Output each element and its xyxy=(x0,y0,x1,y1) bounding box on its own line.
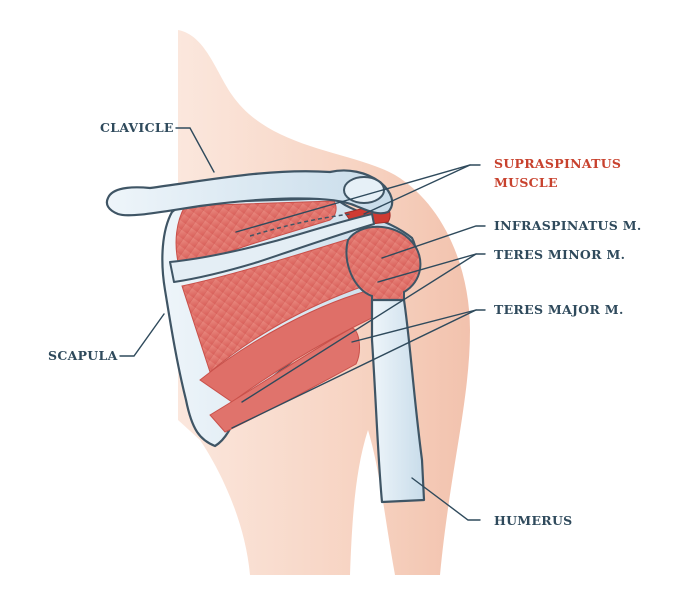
label-supraspinatus-line1: SUPRASPINATUS xyxy=(494,156,621,171)
label-teres-major: TERES MAJOR M. xyxy=(494,302,624,317)
leader-supraspinatus-b xyxy=(363,164,471,215)
label-infraspinatus: INFRASPINATUS M. xyxy=(494,218,642,233)
scapular-spine xyxy=(169,213,375,283)
leader-humerus xyxy=(411,477,481,521)
clavicle-bone xyxy=(105,169,394,217)
leader-scapula xyxy=(119,313,165,357)
label-supraspinatus-line2: MUSCLE xyxy=(494,175,558,190)
label-humerus: HUMERUS xyxy=(494,513,573,528)
leader-teres-major-b xyxy=(351,309,477,343)
leader-teres-minor-b xyxy=(377,253,477,283)
label-scapula: SCAPULA xyxy=(48,348,118,363)
leader-infraspinatus xyxy=(381,225,486,259)
label-teres-minor: TERES MINOR M. xyxy=(494,247,625,262)
humeral-head xyxy=(345,225,422,321)
hidden-muscle-outline xyxy=(249,213,351,237)
humerus-bone xyxy=(370,298,426,504)
leader-lines xyxy=(119,127,486,521)
label-clavicle: CLAVICLE xyxy=(100,120,174,135)
leader-clavicle xyxy=(175,127,215,173)
